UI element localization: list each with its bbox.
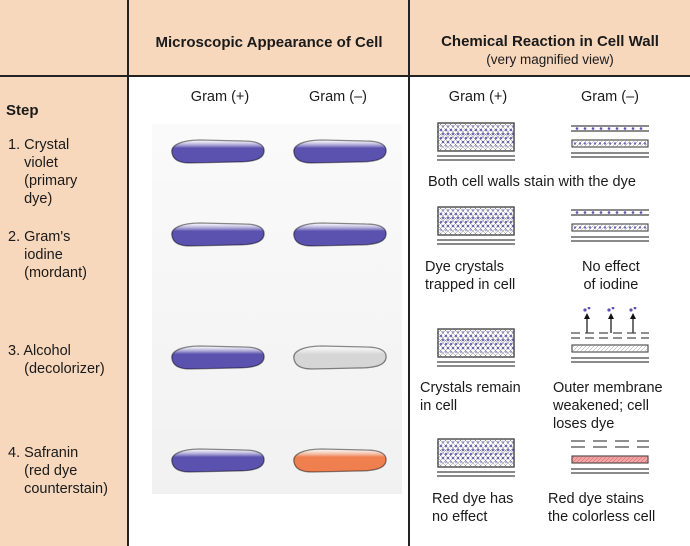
header-band [0,0,690,76]
divider-left [127,0,129,546]
chem-gram-pos-header: Gram (+) [448,89,508,105]
cell-step2-gram-pos [171,222,265,247]
wall-step1-gram-pos [437,122,515,161]
step-column-band [0,76,128,546]
wall-step2-gram-neg [571,209,649,242]
step-header: Step [6,102,39,119]
chem-subtitle: (very magnified view) [486,52,614,67]
divider-header [0,75,690,77]
wall-step1-gram-neg [571,125,649,158]
caption-step3-gram-pos: Crystals remain in cell [420,380,521,414]
step-3-label: 3. Alcohol (decolorizer) [8,343,105,377]
caption-step2-gram-neg: No effect of iodine [582,259,640,293]
step-2-label: 2. Gram's iodine (mordant) [8,229,87,281]
divider-middle [408,0,410,546]
caption-step1-shared: Both cell walls stain with the dye [428,174,636,190]
micro-gram-pos-header: Gram (+) [190,89,250,105]
caption-step4-gram-pos: Red dye has no effect [432,491,514,525]
caption-step3-gram-neg: Outer membrane weakened; cell loses dye [553,380,663,432]
wall-step3-gram-pos [437,328,515,367]
wall-step3-gram-neg [571,307,649,363]
micro-gram-neg-header: Gram (–) [309,89,367,105]
wall-step4-gram-pos [437,438,515,477]
cell-step4-gram-pos [171,448,265,473]
micro-title: Microscopic Appearance of Cell [155,34,383,51]
cell-step1-gram-neg [293,139,387,164]
cell-step1-gram-pos [171,139,265,164]
wall-step2-gram-pos [437,206,515,245]
wall-step4-gram-neg [571,440,649,474]
caption-step2-gram-pos: Dye crystals trapped in cell [425,259,516,293]
cell-step3-gram-neg [293,345,387,370]
step-4-label: 4. Safranin (red dye counterstain) [8,445,108,497]
chem-gram-neg-header: Gram (–) [581,89,639,105]
cell-step3-gram-pos [171,345,265,370]
cell-step2-gram-neg [293,222,387,247]
caption-step4-gram-neg: Red dye stains the colorless cell [548,491,656,525]
step-1-label: 1. Crystal violet (primary dye) [8,137,78,207]
microscope-field [152,124,402,494]
cell-step4-gram-neg [293,448,387,473]
chem-title: Chemical Reaction in Cell Wall [441,33,659,50]
